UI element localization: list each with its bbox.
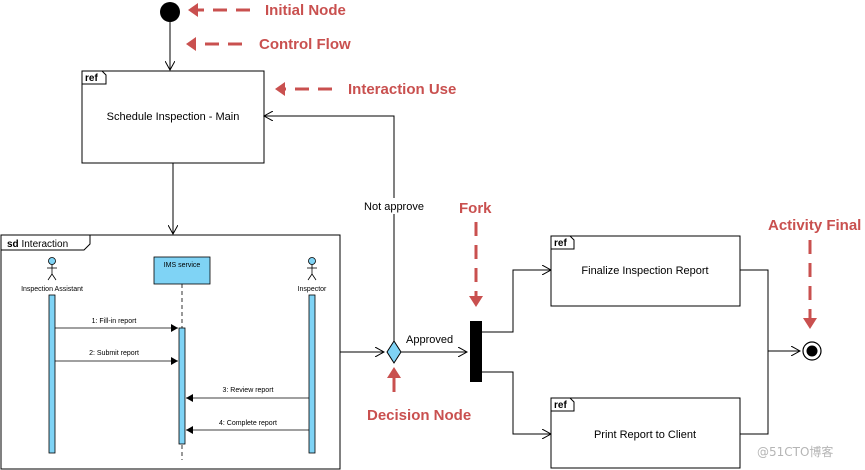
finalize-inspection-box[interactable]: ref Finalize Inspection Report: [550, 235, 741, 307]
callout-interaction-use-label: Interaction Use: [348, 81, 456, 98]
callout-interaction-use: Interaction Use: [275, 81, 456, 98]
lifeline-inspector[interactable]: Inspector: [298, 257, 327, 454]
finalize-ref-keyword: ref: [554, 238, 567, 249]
schedule-ref-keyword: ref: [85, 73, 98, 84]
lifeline-ims-label: IMS service: [164, 262, 201, 269]
watermark: @51CTO博客: [757, 444, 833, 459]
control-flow-print-to-final: [740, 351, 769, 435]
actor-icon: [308, 257, 316, 265]
control-flow-finalize-to-final: [740, 269, 800, 351]
guard-not-approve: Not approve: [364, 201, 424, 213]
callout-activity-final-label: Activity Final: [768, 217, 861, 234]
activation-inspector: [308, 294, 316, 454]
callout-decision-node-label: Decision Node: [367, 407, 471, 424]
callout-fork: Fork: [459, 200, 492, 307]
message-1-label: 1: Fill-in report: [92, 318, 137, 325]
svg-text:sd Interaction: sd Interaction: [7, 239, 68, 250]
activity-final-node[interactable]: [802, 341, 822, 361]
initial-node[interactable]: [160, 2, 180, 22]
sd-frame-name: Interaction: [21, 239, 68, 250]
callout-control-flow-label: Control Flow: [259, 36, 351, 53]
lifeline-assistant-label: Inspection Assistant: [21, 286, 83, 293]
message-review-report[interactable]: 3: Review report: [186, 387, 309, 402]
callout-initial-node: Initial Node: [188, 2, 346, 19]
print-report-label: Print Report to Client: [594, 429, 696, 441]
print-report-box[interactable]: ref Print Report to Client: [550, 397, 741, 469]
message-4-label: 4: Complete report: [219, 420, 277, 427]
control-flow-not-approve: [264, 116, 395, 341]
finalize-inspection-label: Finalize Inspection Report: [581, 265, 708, 277]
activation-ims: [178, 327, 186, 445]
lifeline-inspector-label: Inspector: [298, 286, 327, 293]
lifeline-inspection-assistant[interactable]: Inspection Assistant: [21, 257, 83, 454]
print-ref-keyword: ref: [554, 400, 567, 411]
message-submit-report[interactable]: 2: Submit report: [55, 350, 178, 365]
callout-initial-node-label: Initial Node: [265, 2, 346, 19]
sd-keyword: sd: [7, 239, 19, 250]
callout-activity-final: Activity Final: [768, 217, 861, 329]
actor-icon: [48, 257, 56, 265]
callout-control-flow: Control Flow: [186, 36, 351, 53]
callout-decision-node: Decision Node: [367, 367, 471, 424]
lifeline-ims-service[interactable]: IMS service: [153, 256, 211, 460]
control-flow-fork-to-print: [482, 371, 551, 434]
message-2-label: 2: Submit report: [89, 350, 139, 357]
message-fill-in-report[interactable]: 1: Fill-in report: [55, 318, 178, 332]
fork-node[interactable]: [470, 321, 482, 382]
guard-approved: Approved: [406, 334, 453, 346]
schedule-inspection-box[interactable]: ref Schedule Inspection - Main: [81, 70, 265, 164]
decision-node[interactable]: [386, 340, 402, 364]
schedule-inspection-label: Schedule Inspection - Main: [107, 111, 240, 123]
message-3-label: 3: Review report: [223, 387, 274, 394]
callout-fork-label: Fork: [459, 200, 492, 217]
message-complete-report[interactable]: 4: Complete report: [186, 420, 309, 434]
activation-assistant: [48, 294, 56, 454]
ims-service-head: [153, 256, 211, 285]
control-flow-fork-to-finalize: [482, 270, 551, 333]
